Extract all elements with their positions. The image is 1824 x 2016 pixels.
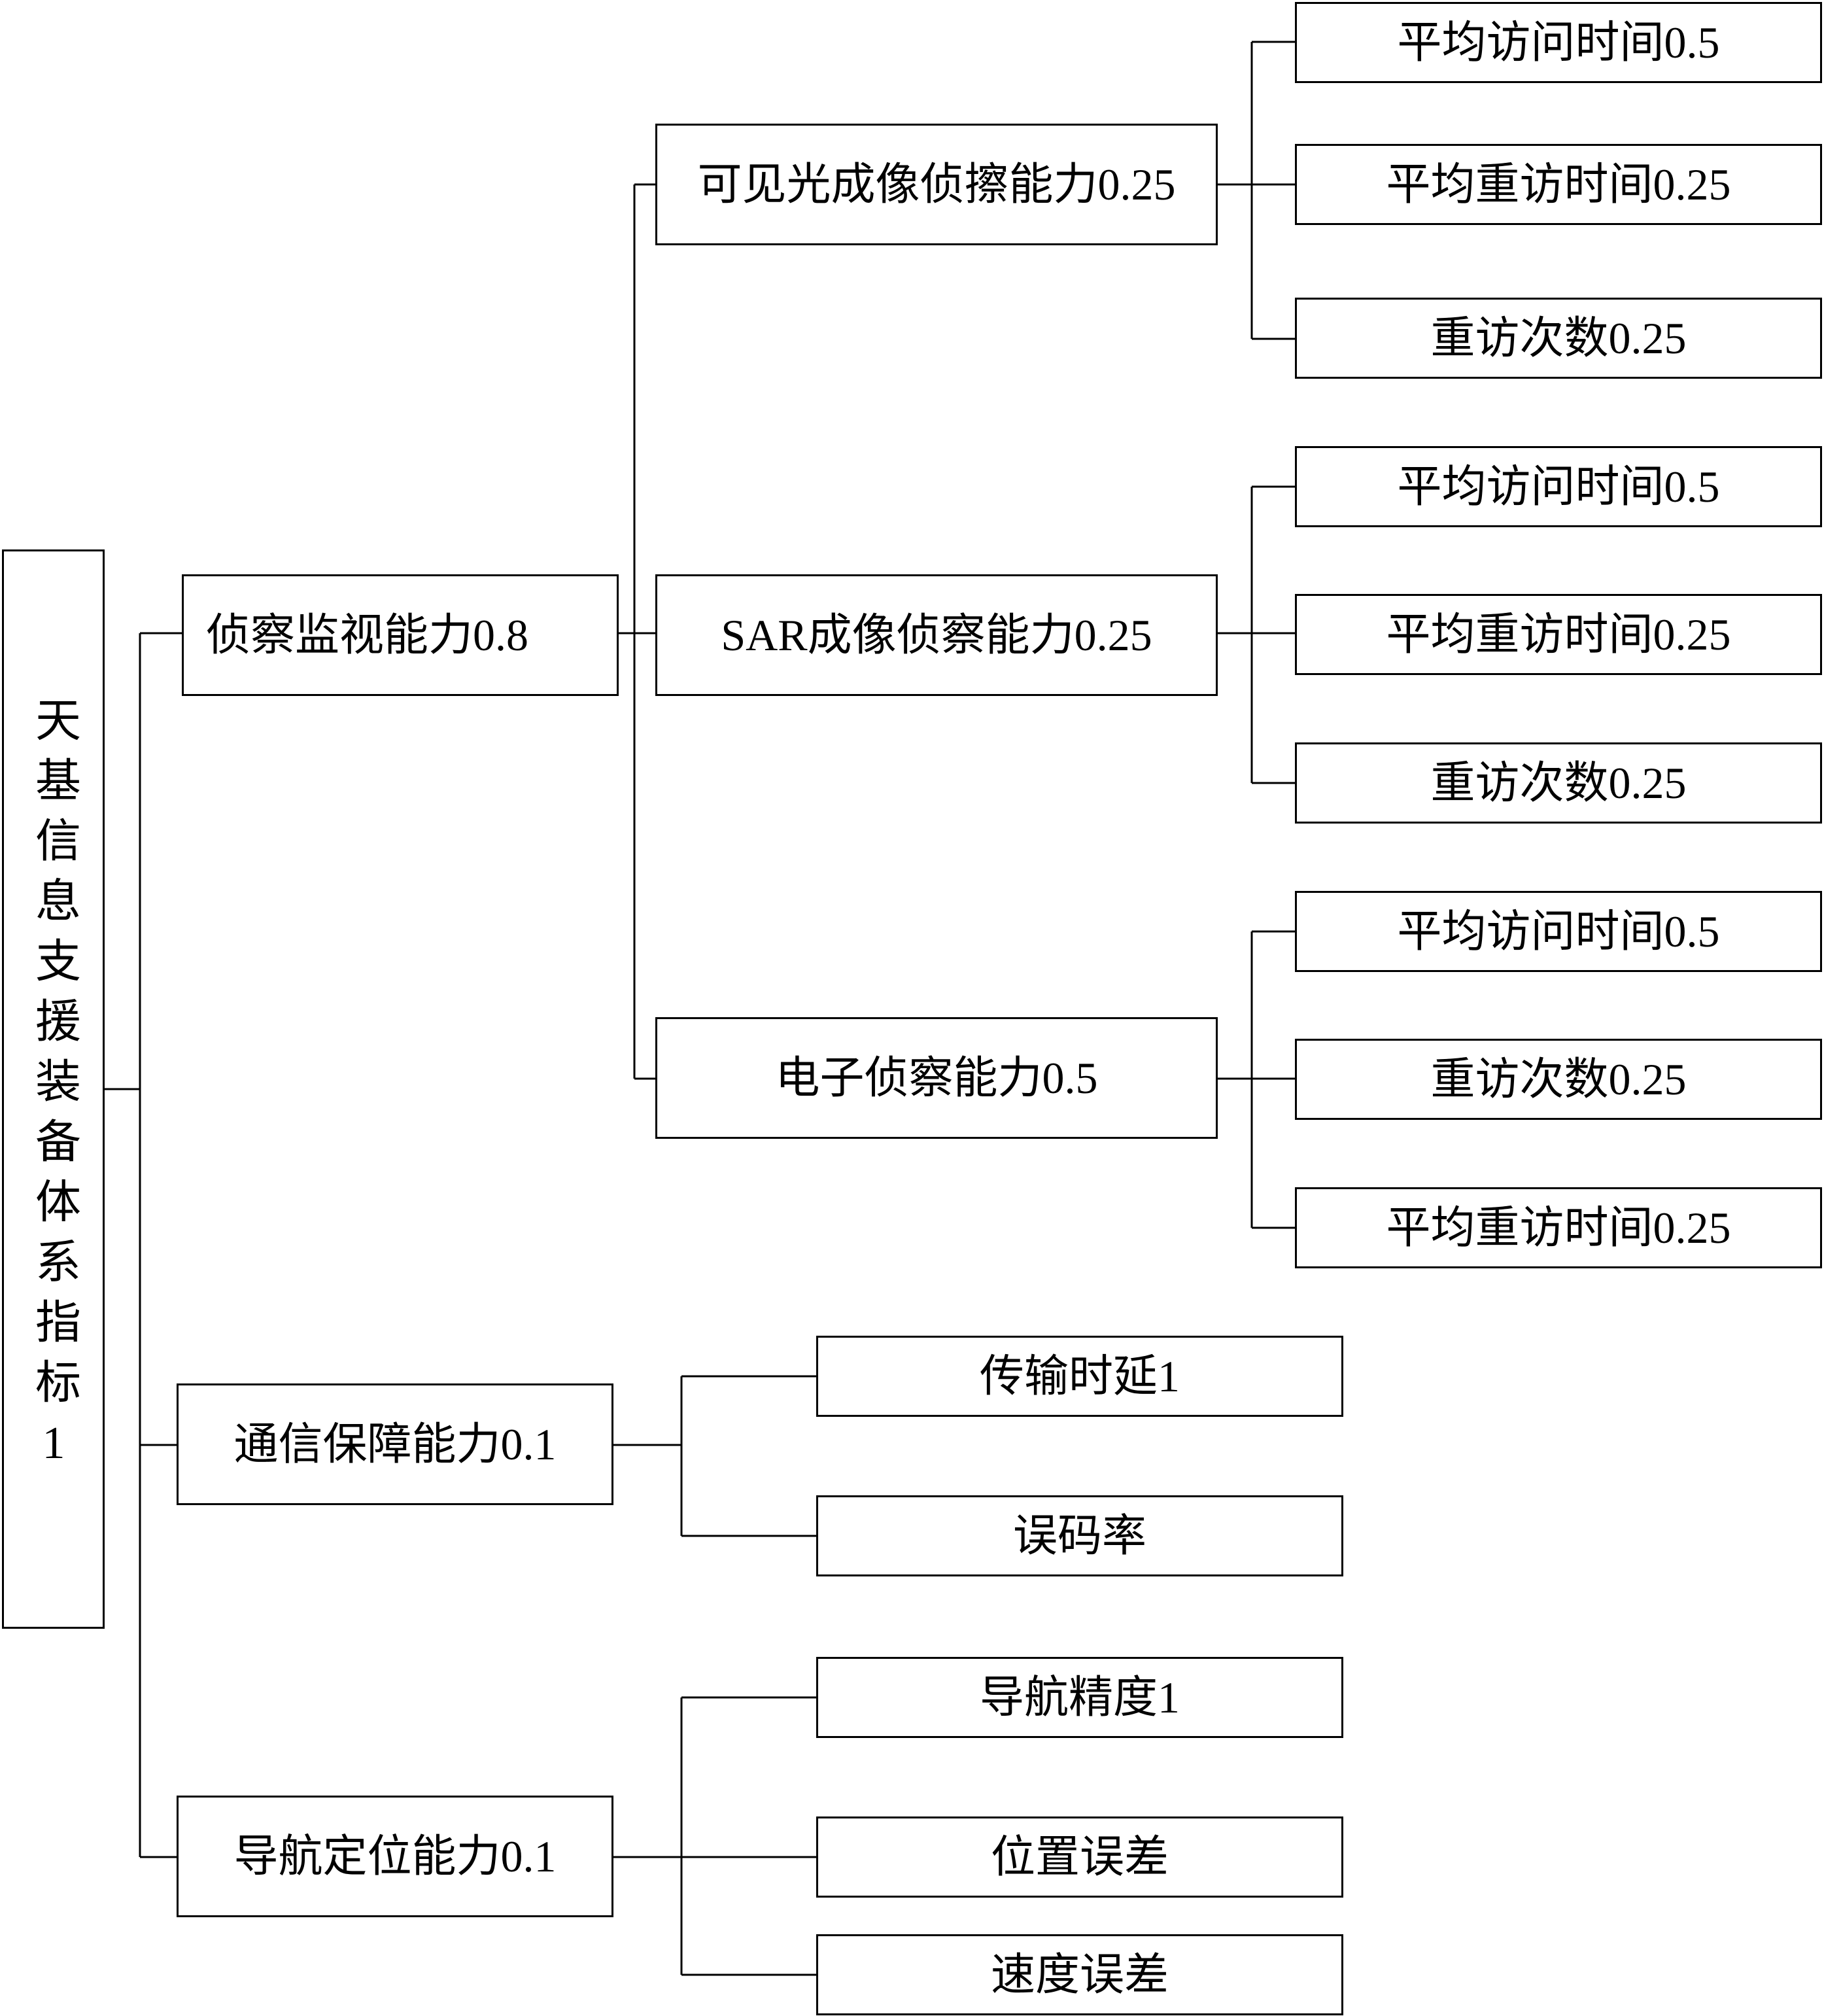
leaf-label: 平均访问时间0.5 — [1397, 462, 1720, 512]
recon-node-label: 侦察监视能力0.8 — [206, 610, 529, 660]
recon-node: 侦察监视能力0.8 — [182, 574, 619, 696]
leaf-node: 平均访问时间0.5 — [1295, 446, 1822, 527]
leaf-label: 误码率 — [1012, 1511, 1146, 1561]
leaf-node: 平均重访时间0.25 — [1295, 144, 1822, 225]
leaf-label: 平均访问时间0.5 — [1397, 907, 1720, 956]
leaf-label: 重访次数0.25 — [1430, 758, 1687, 808]
leaf-label: 平均重访时间0.25 — [1386, 1203, 1731, 1253]
elec-node-label: 电子侦察能力0.5 — [775, 1053, 1098, 1103]
leaf-node: 速度误差 — [816, 1934, 1343, 2015]
nav-node-label: 导航定位能力0.1 — [233, 1832, 557, 1881]
nav-node: 导航定位能力0.1 — [177, 1796, 613, 1917]
leaf-label: 平均重访时间0.25 — [1386, 160, 1731, 209]
leaf-node: 位置误差 — [816, 1816, 1343, 1898]
leaf-label: 平均重访时间0.25 — [1386, 610, 1731, 659]
sar-node: SAR成像侦察能力0.25 — [655, 574, 1218, 696]
leaf-node: 重访次数0.25 — [1295, 298, 1822, 379]
sar-node-label: SAR成像侦察能力0.25 — [721, 610, 1152, 660]
root-node-label: 天基信息支援装备体系指标1 — [28, 695, 79, 1483]
leaf-node: 传输时延1 — [816, 1336, 1343, 1417]
leaf-node: 平均访问时间0.5 — [1295, 2, 1822, 83]
leaf-node: 平均重访时间0.25 — [1295, 1187, 1822, 1268]
optical-node-label: 可见光成像侦擦能力0.25 — [697, 160, 1176, 209]
leaf-label: 位置误差 — [990, 1832, 1169, 1882]
leaf-label: 速度误差 — [990, 1950, 1169, 2000]
elec-node: 电子侦察能力0.5 — [655, 1017, 1218, 1139]
leaf-node: 平均重访时间0.25 — [1295, 594, 1822, 675]
leaf-node: 平均访问时间0.5 — [1295, 891, 1822, 972]
leaf-label: 传输时延1 — [979, 1351, 1180, 1401]
leaf-node: 误码率 — [816, 1495, 1343, 1576]
leaf-label: 重访次数0.25 — [1430, 313, 1687, 363]
leaf-label: 重访次数0.25 — [1430, 1054, 1687, 1104]
leaf-label: 平均访问时间0.5 — [1397, 18, 1720, 67]
root-node: 天基信息支援装备体系指标1 — [2, 549, 105, 1629]
leaf-node: 重访次数0.25 — [1295, 742, 1822, 824]
comm-node: 通信保障能力0.1 — [177, 1383, 613, 1505]
leaf-node: 重访次数0.25 — [1295, 1039, 1822, 1120]
optical-node: 可见光成像侦擦能力0.25 — [655, 124, 1218, 245]
leaf-node: 导航精度1 — [816, 1657, 1343, 1738]
comm-node-label: 通信保障能力0.1 — [233, 1419, 557, 1469]
leaf-label: 导航精度1 — [979, 1673, 1180, 1722]
